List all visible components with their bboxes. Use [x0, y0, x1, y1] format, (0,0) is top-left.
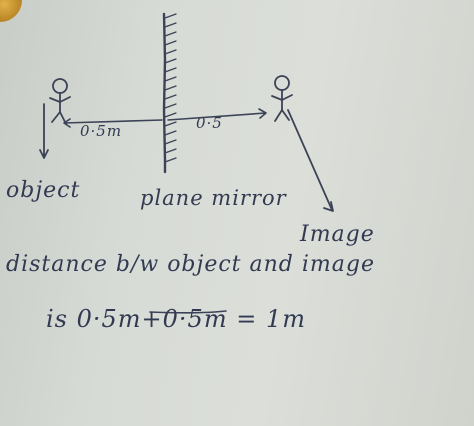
mirror-hatch-mark — [164, 13, 177, 19]
mirror-hatch-mark — [164, 49, 177, 55]
mirror-hatch-mark — [164, 67, 177, 73]
image-figure — [271, 75, 334, 212]
mirror-hatching — [164, 13, 177, 163]
image-head — [274, 75, 290, 91]
image-legs — [274, 109, 290, 122]
mirror-hatch-mark — [164, 31, 177, 37]
image-distance-label: 0·5 — [196, 114, 223, 132]
mirror-hatch-mark — [164, 148, 177, 154]
plane-mirror — [162, 12, 177, 174]
mirror-hatch-mark — [164, 139, 177, 145]
image-label: Image — [300, 222, 375, 247]
mirror-hatch-mark — [164, 40, 177, 46]
image-pointer-arrow — [287, 109, 334, 212]
equation-underline — [149, 310, 227, 314]
object-height-arrow — [39, 103, 49, 159]
explanation-line-2: is 0·5m+0·5m = 1m — [46, 305, 306, 333]
image-distance-arrow — [167, 108, 267, 121]
explanation-line-1: distance b/w object and image — [6, 252, 375, 277]
mirror-hatch-mark — [164, 94, 177, 100]
object-distance-label: 0·5m — [80, 122, 123, 140]
object-arms — [49, 96, 71, 103]
mirror-hatch-mark — [164, 22, 177, 28]
mirror-hatch-mark — [164, 85, 177, 91]
mirror-hatch-mark — [164, 103, 177, 109]
mirror-hatch-mark — [164, 121, 177, 127]
mirror-hatch-mark — [164, 76, 177, 82]
mirror-hatch-mark — [164, 58, 177, 64]
mirror-hatch-mark — [164, 112, 177, 118]
object-head — [52, 78, 68, 94]
mirror-label: plane mirror — [140, 186, 287, 210]
object-figure — [39, 78, 71, 159]
object-label: object — [6, 178, 81, 203]
mirror-hatch-mark — [164, 130, 177, 136]
object-distance-arrow — [63, 118, 163, 128]
mirror-hatch-mark — [164, 157, 177, 163]
mirror-line — [162, 12, 167, 174]
image-arms — [271, 94, 293, 101]
